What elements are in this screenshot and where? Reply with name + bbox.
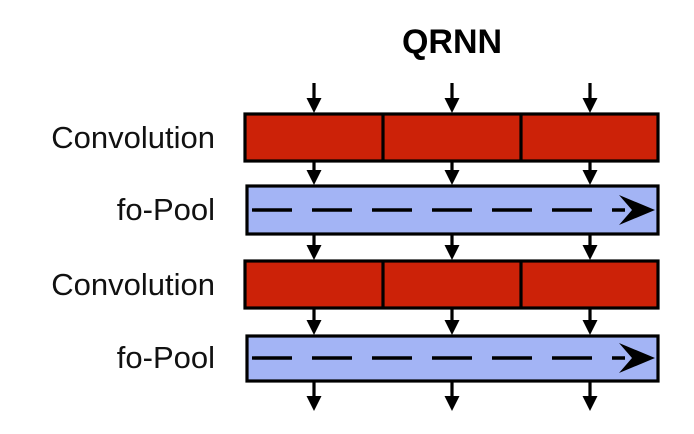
recurrent-arrow-fo-pool-2 — [252, 343, 655, 373]
arrow-output-arrows-col2 — [444, 382, 460, 411]
row-label-convolution-1: Convolution — [51, 120, 215, 155]
convolution-bar — [243, 112, 660, 163]
row-convolution-1 — [243, 112, 660, 163]
arrow-pool1-to-conv2-col1 — [306, 235, 322, 260]
recurrent-arrowhead — [619, 195, 655, 225]
arrow-head — [306, 320, 322, 335]
arrow-head — [444, 98, 460, 113]
arrow-pool1-to-conv2-col2 — [444, 235, 460, 260]
arrow-output-arrows-col1 — [306, 382, 322, 411]
arrow-conv2-to-pool2-col3 — [582, 309, 598, 335]
arrow-pool1-to-conv2-col3 — [582, 235, 598, 260]
arrow-head — [444, 396, 460, 411]
arrow-head — [444, 245, 460, 260]
recurrent-arrowhead — [619, 343, 655, 373]
arrow-head — [582, 320, 598, 335]
arrow-head — [582, 396, 598, 411]
vertical-arrows-layer — [306, 83, 598, 411]
arrow-head — [582, 98, 598, 113]
arrow-head — [306, 245, 322, 260]
arrow-conv1-to-pool1-col2 — [444, 162, 460, 185]
arrow-input-arrows-col2 — [444, 83, 460, 113]
convolution-bar — [243, 259, 660, 310]
recurrent-arrows-layer — [252, 195, 655, 373]
row-convolution-2 — [243, 259, 660, 310]
arrow-conv2-to-pool2-col2 — [444, 309, 460, 335]
row-label-fo-pool-1: fo-Pool — [117, 192, 215, 227]
arrow-conv1-to-pool1-col1 — [306, 162, 322, 185]
arrow-head — [444, 170, 460, 185]
arrow-input-arrows-col3 — [582, 83, 598, 113]
arrow-conv2-to-pool2-col1 — [306, 309, 322, 335]
arrow-head — [582, 170, 598, 185]
arrow-conv1-to-pool1-col3 — [582, 162, 598, 185]
arrow-output-arrows-col3 — [582, 382, 598, 411]
row-label-convolution-2: Convolution — [51, 267, 215, 302]
arrow-input-arrows-col1 — [306, 83, 322, 113]
arrow-head — [582, 245, 598, 260]
arrow-head — [306, 98, 322, 113]
arrow-head — [306, 396, 322, 411]
recurrent-arrow-fo-pool-1 — [252, 195, 655, 225]
arrow-head — [444, 320, 460, 335]
row-label-fo-pool-2: fo-Pool — [117, 340, 215, 375]
figure-title: QRNN — [402, 23, 502, 61]
arrow-head — [306, 170, 322, 185]
